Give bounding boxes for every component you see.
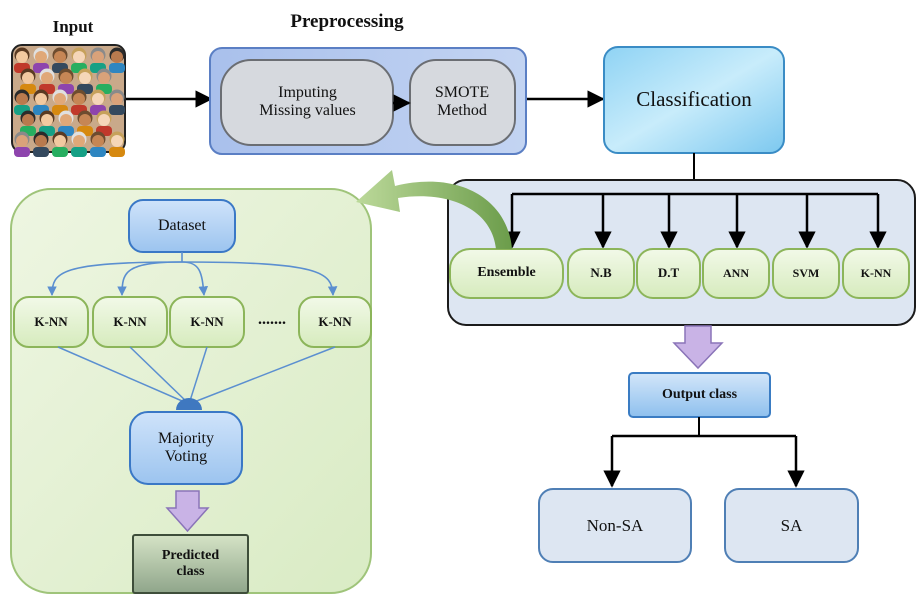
knn-learner-2-label: K-NN	[113, 313, 147, 329]
classifier-dt	[636, 248, 701, 299]
knn-learner-4-label: K-NN	[318, 313, 352, 329]
classifier-knn-label: K-NN	[860, 265, 892, 280]
voting-junction	[176, 398, 202, 410]
purple-arrow-to-output	[672, 325, 724, 370]
input-title: Input	[52, 17, 94, 37]
crowd-person-face	[35, 135, 47, 147]
classifier-nb	[567, 248, 635, 299]
sa-node	[724, 488, 859, 563]
crowd-person-face	[73, 93, 85, 105]
crowd-person-face	[35, 51, 47, 63]
crowd-person-face	[73, 51, 85, 63]
classifier-ann-label: ANN	[723, 265, 749, 280]
learner-ellipsis: .......	[258, 310, 286, 328]
dataset-label: Dataset	[158, 216, 206, 234]
classifier-nodes	[449, 248, 910, 299]
predicted-class-label: Predicted class	[161, 547, 220, 579]
non-sa-label: Non-SA	[586, 515, 644, 535]
crowd-image	[11, 44, 126, 157]
crowd-person-body	[71, 147, 87, 157]
sa-label: SA	[780, 515, 803, 535]
crowd-person-face	[79, 114, 91, 126]
crowd-person-face	[16, 93, 28, 105]
smote-label: SMOTE Method	[434, 83, 490, 119]
classifier-svm-label: SVM	[792, 265, 820, 280]
classifier-ensemble-label: Ensemble	[477, 265, 536, 281]
classifier-svm	[772, 248, 840, 299]
crowd-person-face	[92, 51, 104, 63]
crowd-person-face	[41, 72, 53, 84]
classifier-ann	[702, 248, 770, 299]
crowd-person-face	[60, 72, 72, 84]
crowd-person-face	[79, 72, 91, 84]
majority-voting-node	[129, 411, 243, 485]
crowd-person-face	[111, 93, 123, 105]
knn-learner-1-label: K-NN	[34, 313, 68, 329]
learner-convergence	[57, 346, 336, 405]
crowd-person-body	[109, 147, 125, 157]
crowd-person-face	[41, 114, 53, 126]
ensemble-zoom-arrow	[356, 170, 512, 249]
majority-voting-label: Majority Voting	[158, 429, 214, 465]
crowd-person-face	[22, 114, 34, 126]
crowd-person-face	[54, 93, 66, 105]
non-sa-node	[538, 488, 692, 563]
crowd-person-face	[35, 93, 47, 105]
crowd-person-face	[111, 135, 123, 147]
crowd-person-body	[33, 147, 49, 157]
crowd-person-face	[60, 114, 72, 126]
crowd-person-face	[22, 72, 34, 84]
knn-learner-1	[13, 296, 89, 348]
classifier-dt-label: D.T	[657, 265, 680, 281]
imputing-label: Imputing Missing values	[259, 83, 356, 119]
purple-arrow-to-prediction	[165, 490, 210, 533]
crowd-person-body	[14, 147, 30, 157]
crowd-person-face	[111, 51, 123, 63]
crowd-person-body	[109, 63, 125, 73]
crowd-person-face	[16, 135, 28, 147]
classifier-nb-label: N.B	[590, 265, 612, 281]
output-class-label: Output class	[661, 386, 738, 402]
crowd-person-face	[92, 135, 104, 147]
crowd-person-face	[92, 93, 104, 105]
dataset-fanout	[47, 252, 338, 296]
preprocessing-title: Preprocessing	[290, 11, 404, 33]
crowd-person-face	[54, 135, 66, 147]
crowd-person-face	[98, 72, 110, 84]
classification-label: Classification	[636, 86, 752, 111]
crowd-person-face	[16, 51, 28, 63]
classifier-knn	[842, 248, 910, 299]
classifier-arrows	[503, 194, 887, 249]
crowd-person-face	[54, 51, 66, 63]
crowd-person-body	[52, 147, 68, 157]
predicted-class-node	[132, 534, 249, 594]
crowd-person-body	[109, 105, 125, 115]
crowd-person-face	[73, 135, 85, 147]
crowd-person-body	[90, 147, 106, 157]
crowd-person-face	[98, 114, 110, 126]
knn-learner-3-label: K-NN	[190, 313, 224, 329]
